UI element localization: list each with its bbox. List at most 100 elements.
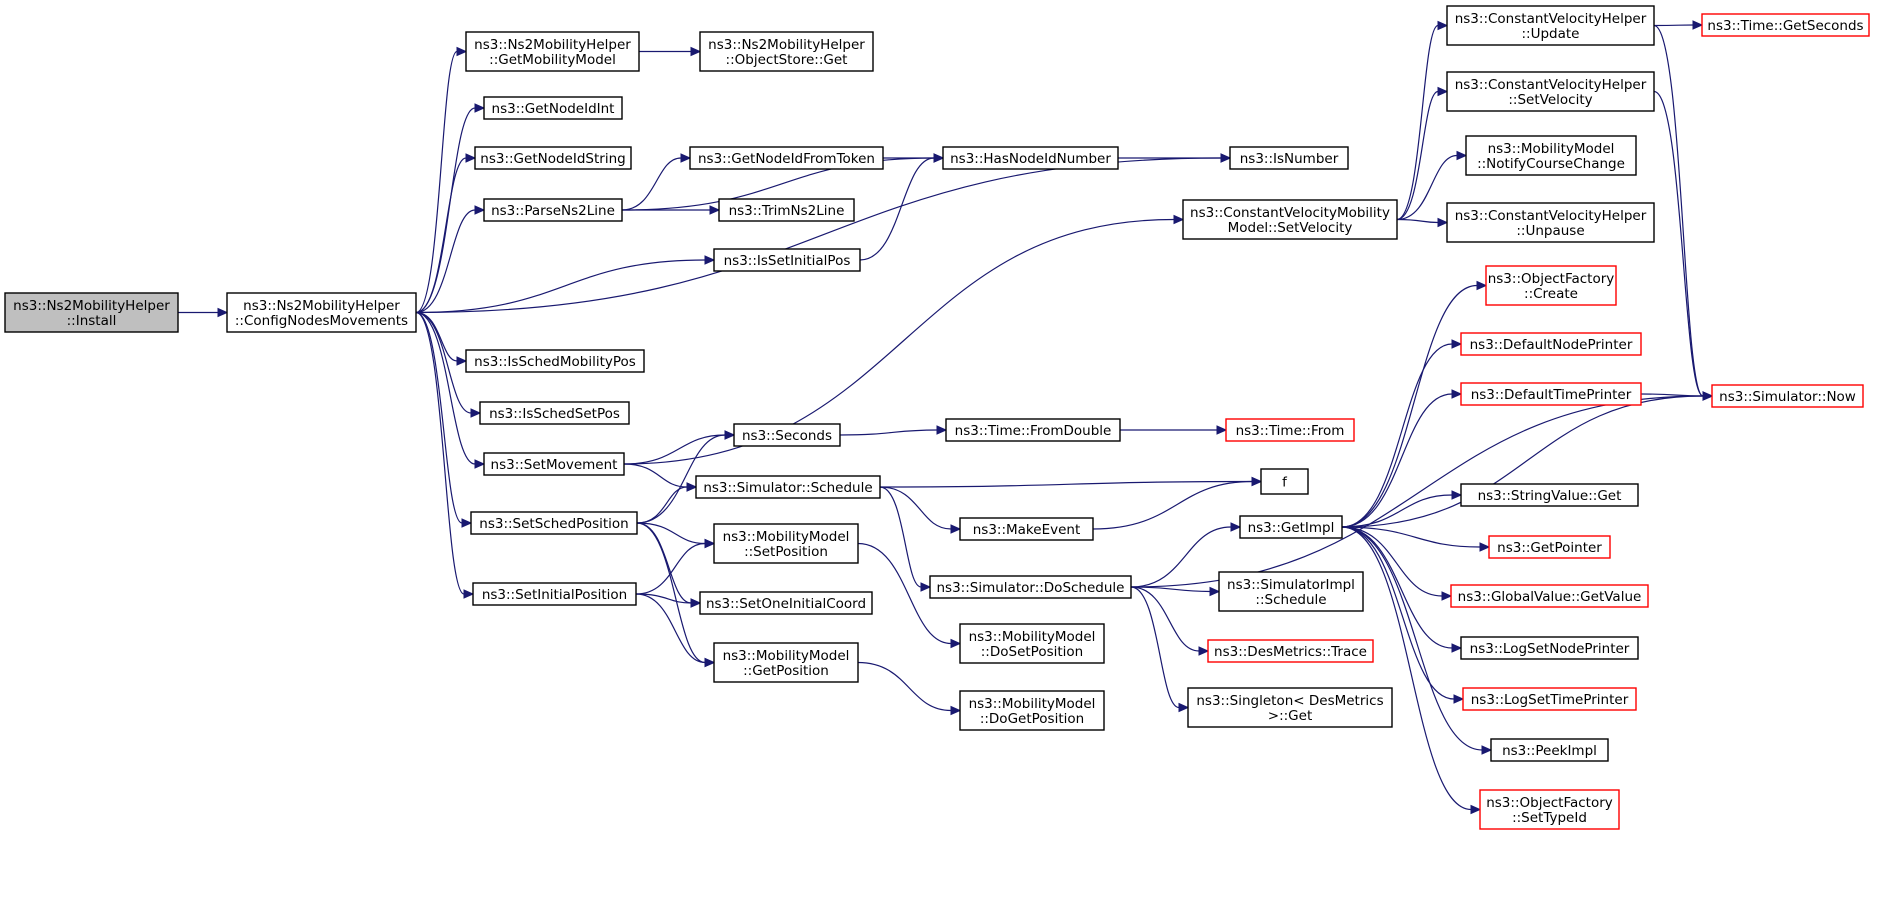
node-issetinitialpos[interactable]: ns3::IsSetInitialPos <box>713 248 861 272</box>
node-label: ns3::MobilityModel <box>969 696 1096 712</box>
node-label: ns3::SetMovement <box>491 457 618 473</box>
node-label: ns3::ConstantVelocityMobility <box>1190 205 1390 221</box>
edge-getimpl-to-lognodeprinter <box>1341 526 1463 653</box>
node-objfactsettype[interactable]: ns3::ObjectFactory::SetTypeId <box>1479 789 1620 830</box>
node-hasnodeid[interactable]: ns3::HasNodeIdNumber <box>942 146 1119 170</box>
edge-getimpl-to-objfactsettype <box>1341 526 1482 815</box>
edge-line <box>1341 526 1455 700</box>
node-getnodeidint[interactable]: ns3::GetNodeIdInt <box>483 96 623 120</box>
edge-getimpl-to-logtimeprinter <box>1341 526 1465 704</box>
node-isschedset[interactable]: ns3::IsSchedSetPos <box>479 401 630 425</box>
arrowhead <box>474 103 486 113</box>
node-trim[interactable]: ns3::TrimNs2Line <box>718 198 855 222</box>
node-box <box>470 511 638 535</box>
node-peekimpl[interactable]: ns3::PeekImpl <box>1490 738 1609 762</box>
node-setmovement[interactable]: ns3::SetMovement <box>483 452 625 476</box>
node-label: ns3::MobilityModel <box>1488 141 1615 157</box>
edge-cvmsetvel-to-unpause <box>1396 217 1449 228</box>
node-setsched[interactable]: ns3::SetSchedPosition <box>470 511 638 535</box>
node-desmetrics[interactable]: ns3::DesMetrics::Trace <box>1207 639 1374 663</box>
node-seconds[interactable]: ns3::Seconds <box>733 423 841 447</box>
node-singleton[interactable]: ns3::Singleton< DesMetrics>::Get <box>1187 687 1393 728</box>
node-box <box>1218 571 1364 612</box>
node-mmgetpos[interactable]: ns3::MobilityModel::GetPosition <box>713 642 859 683</box>
node-deftimeprinter[interactable]: ns3::DefaultTimePrinter <box>1460 382 1642 406</box>
node-stringvalue[interactable]: ns3::StringValue::Get <box>1460 483 1639 507</box>
edge-line <box>1396 218 1439 224</box>
node-label: f <box>1282 475 1288 491</box>
node-fromdouble[interactable]: ns3::Time::FromDouble <box>945 418 1121 442</box>
edge-config-to-setinitial <box>415 311 475 599</box>
node-label: ns3::Seconds <box>742 428 832 444</box>
edge-line <box>879 486 922 588</box>
edge-config-to-issetinitialpos <box>415 255 716 314</box>
node-makeevent[interactable]: ns3::MakeEvent <box>959 517 1094 541</box>
node-getmob[interactable]: ns3::Ns2MobilityHelper::GetMobilityModel <box>465 31 640 72</box>
node-lognodeprinter[interactable]: ns3::LogSetNodePrinter <box>1460 636 1639 660</box>
node-isnumber[interactable]: ns3::IsNumber <box>1229 146 1349 170</box>
node-unpause[interactable]: ns3::ConstantVelocityHelper::Unpause <box>1446 202 1655 243</box>
edge-schedule-to-f <box>879 476 1263 488</box>
edge-line <box>1341 393 1453 528</box>
node-getnodeidfromtoken[interactable]: ns3::GetNodeIdFromToken <box>689 146 884 170</box>
edge-line <box>635 542 706 595</box>
edge-line <box>415 311 463 524</box>
edge-config-to-getnodeidstring <box>415 153 477 314</box>
edge-schedule-to-makeevent <box>879 486 962 534</box>
node-label: Model::SetVelocity <box>1228 220 1353 236</box>
edge-config-to-setmovement <box>415 311 486 469</box>
node-cvhsetvel[interactable]: ns3::ConstantVelocityHelper::SetVelocity <box>1446 71 1655 112</box>
node-box <box>1260 468 1309 495</box>
edge-getimpl-to-getpointer <box>1341 526 1491 552</box>
arrowhead <box>1178 702 1190 713</box>
node-label: ns3::Simulator::Now <box>1719 389 1856 405</box>
arrowhead <box>1251 476 1263 487</box>
arrowhead <box>1451 339 1463 349</box>
arrowhead <box>950 638 962 649</box>
edge-config-to-getnodeidint <box>415 103 486 314</box>
edge-getimpl-to-stringvalue <box>1341 490 1463 528</box>
node-mmsetpos[interactable]: ns3::MobilityModel::SetPosition <box>713 523 859 564</box>
node-doschedule[interactable]: ns3::Simulator::DoSchedule <box>929 575 1132 599</box>
node-isschedmob[interactable]: ns3::IsSchedMobilityPos <box>465 349 645 373</box>
arrowhead <box>933 153 945 163</box>
node-label: ns3::IsNumber <box>1240 151 1339 167</box>
node-box <box>1460 483 1639 507</box>
node-label: ns3::Ns2MobilityHelper <box>13 298 170 314</box>
node-dosetpos[interactable]: ns3::MobilityModel::DoSetPosition <box>959 623 1105 664</box>
node-getseconds[interactable]: ns3::Time::GetSeconds <box>1701 13 1870 37</box>
node-simnow[interactable]: ns3::Simulator::Now <box>1711 384 1864 408</box>
node-globalvalue[interactable]: ns3::GlobalValue::GetValue <box>1450 584 1649 608</box>
node-getpointer[interactable]: ns3::GetPointer <box>1488 535 1611 559</box>
node-config[interactable]: ns3::Ns2MobilityHelper::ConfigNodesMovem… <box>226 292 417 333</box>
node-objfactcreate[interactable]: ns3::ObjectFactory::Create <box>1485 265 1617 306</box>
node-simimplsched[interactable]: ns3::SimulatorImpl::Schedule <box>1218 571 1364 612</box>
node-timefrom[interactable]: ns3::Time::From <box>1225 418 1355 442</box>
node-label: ns3::Time::From <box>1236 423 1345 439</box>
node-box <box>1239 515 1343 539</box>
node-box <box>695 475 881 499</box>
node-dogetpos[interactable]: ns3::MobilityModel::DoGetPosition <box>959 690 1105 731</box>
arrowhead <box>1702 391 1714 401</box>
node-box <box>1465 135 1637 176</box>
node-schedule[interactable]: ns3::Simulator::Schedule <box>695 475 881 499</box>
node-label: ns3::GetNodeIdInt <box>492 101 615 117</box>
node-defnodeprinter[interactable]: ns3::DefaultNodePrinter <box>1460 332 1642 356</box>
node-logtimeprinter[interactable]: ns3::LogSetTimePrinter <box>1462 687 1637 711</box>
node-objstore[interactable]: ns3::Ns2MobilityHelper::ObjectStore::Get <box>699 31 874 72</box>
node-cvhupdate[interactable]: ns3::ConstantVelocityHelper::Update <box>1446 5 1655 46</box>
node-getnodeidstring[interactable]: ns3::GetNodeIdString <box>474 146 632 170</box>
node-cvmsetvel[interactable]: ns3::ConstantVelocityMobilityModel::SetV… <box>1182 199 1398 240</box>
edge-config-to-setsched <box>415 311 473 528</box>
node-setoneinitial[interactable]: ns3::SetOneInitialCoord <box>699 591 873 615</box>
node-f[interactable]: f <box>1260 468 1309 495</box>
node-box <box>945 418 1121 442</box>
node-label: ns3::ObjectFactory <box>1486 795 1613 811</box>
node-getimpl[interactable]: ns3::GetImpl <box>1239 515 1343 539</box>
node-box <box>483 198 623 222</box>
edge-line <box>1653 24 1694 27</box>
node-setinitial[interactable]: ns3::SetInitialPosition <box>472 582 637 606</box>
node-install[interactable]: ns3::Ns2MobilityHelper::Install <box>4 292 179 333</box>
node-notify[interactable]: ns3::MobilityModel::NotifyCourseChange <box>1465 135 1637 176</box>
node-parse[interactable]: ns3::ParseNs2Line <box>483 198 623 222</box>
